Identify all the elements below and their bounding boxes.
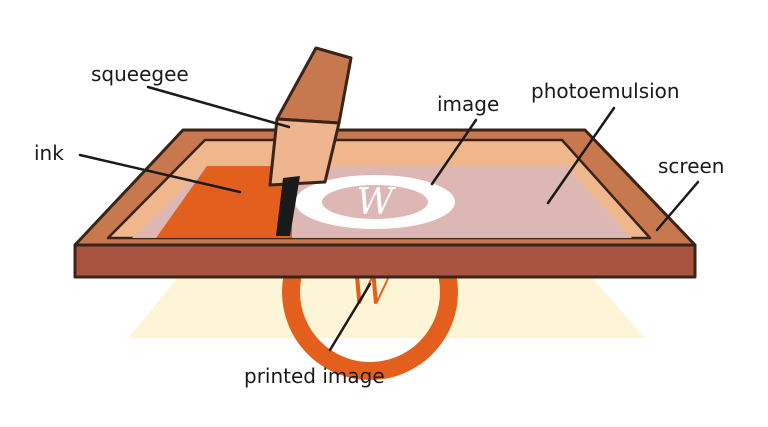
label-photoemulsion: photoemulsion xyxy=(531,79,680,103)
ink-leader xyxy=(78,153,242,194)
stencil-image-inner xyxy=(322,185,428,219)
paper-sheet xyxy=(128,275,645,338)
leader-lines xyxy=(78,85,700,352)
squeegee-leader xyxy=(146,85,291,129)
label-ink: ink xyxy=(34,141,64,165)
label-squeegee: squeegee xyxy=(91,62,189,86)
photoemulsion-leader xyxy=(546,106,616,205)
stencil-logo: W xyxy=(356,182,396,223)
squeegee-blade xyxy=(276,176,300,236)
label-screen: screen xyxy=(658,154,724,178)
squeegee xyxy=(268,46,353,236)
image-leader xyxy=(430,118,478,186)
screen-leader xyxy=(655,180,700,232)
printed-image-leader xyxy=(328,282,372,352)
ink-pool xyxy=(156,166,292,238)
label-image: image xyxy=(437,92,499,116)
label-printed-image: printed image xyxy=(244,364,385,388)
